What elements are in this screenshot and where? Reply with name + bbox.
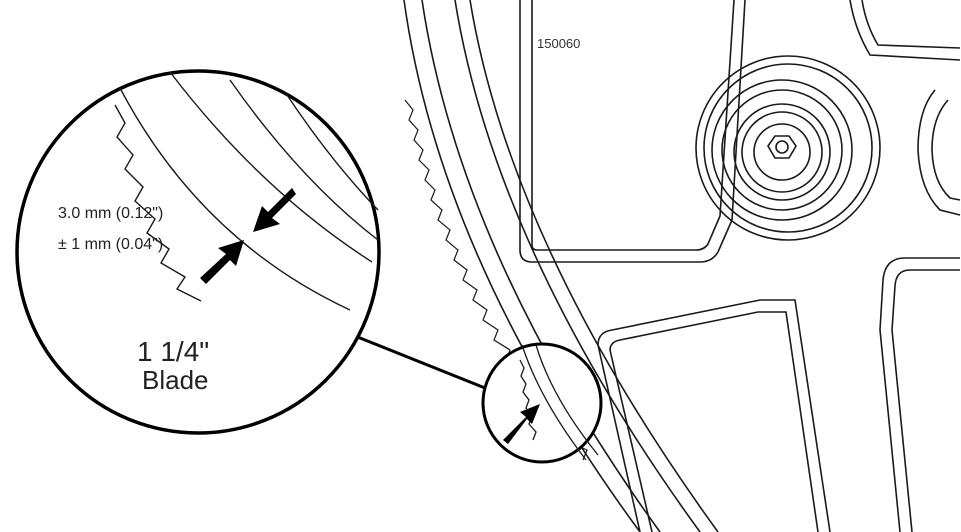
wheel-window-top-right (849, 0, 961, 61)
small-arrow-icon (503, 404, 540, 444)
blade-label: Blade (142, 365, 209, 395)
wheel-rim-outer (403, 0, 641, 532)
blade-size-label: 1 1/4" (137, 336, 210, 367)
arrow-up-right-icon (200, 240, 244, 284)
gap-spec-line-2: ± 1 mm (0.04") (58, 236, 164, 253)
arrow-down-left-icon (253, 188, 296, 232)
wheel-rim-inner-2 (454, 0, 701, 532)
callout-leader-line (354, 334, 486, 390)
figure-id-label: 150060 (537, 36, 581, 51)
magnified-blade-teeth (114, 104, 202, 302)
wheel-rim-inner-1 (421, 0, 661, 532)
wheel-window-upper (519, 0, 746, 263)
callout-circle (15, 69, 381, 435)
hub-outer-ring (695, 55, 881, 241)
wheel-window-right (879, 257, 960, 532)
magnified-blade-edge (119, 87, 351, 311)
gap-spec-line-1: 3.0 mm (0.12") (58, 205, 164, 222)
magnified-rim-1 (169, 71, 373, 263)
wheel-window-lower (597, 299, 831, 532)
hex-bolt (767, 135, 797, 159)
wheel-rim-inner-3 (469, 0, 719, 532)
